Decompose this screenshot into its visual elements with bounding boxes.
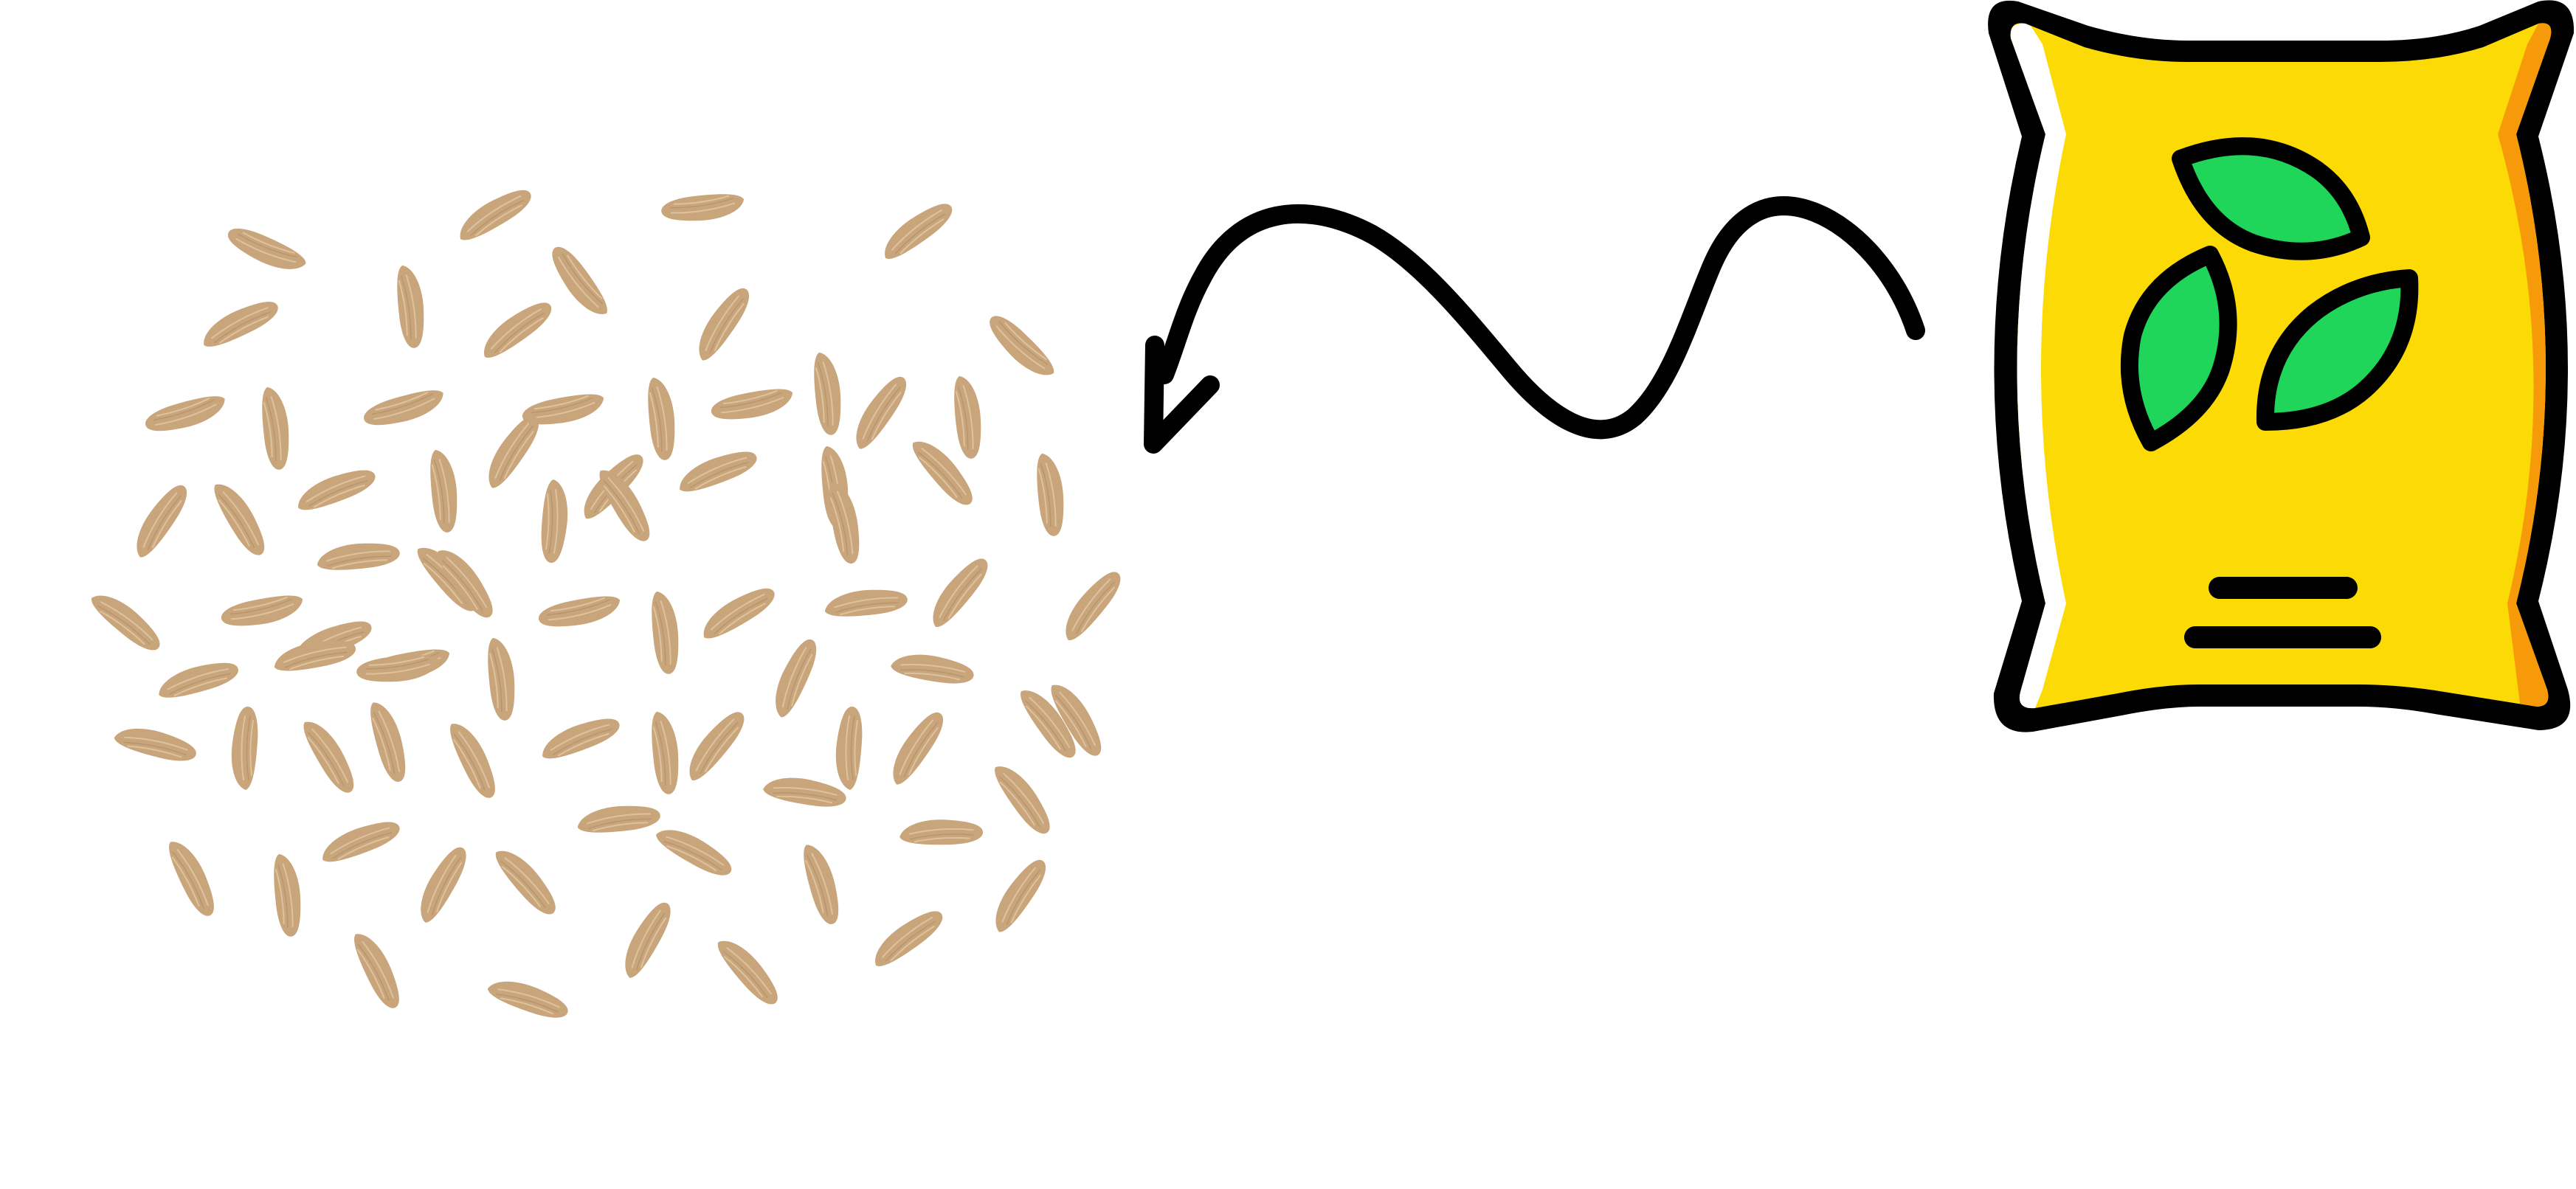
seed-icon — [835, 706, 863, 790]
seed-icon — [893, 712, 944, 785]
seed-icon — [711, 389, 793, 420]
seed-icon — [488, 415, 539, 488]
seed-icon — [1066, 572, 1121, 640]
seed-icon — [552, 246, 607, 314]
seed-icon — [1037, 453, 1064, 536]
curly-arrow-icon — [1144, 196, 1925, 454]
seed-icon — [421, 847, 466, 923]
seed-icon — [262, 386, 289, 470]
seed-icon — [954, 375, 981, 459]
seed-icon — [703, 588, 775, 639]
seed-icon — [1051, 684, 1102, 756]
seed-icon — [699, 288, 750, 361]
seed-icon — [824, 589, 908, 617]
seed-icon — [214, 484, 265, 555]
seed-icon — [680, 451, 757, 492]
seed-icon — [438, 550, 493, 618]
seed-icon — [648, 377, 675, 460]
seed-icon — [221, 595, 303, 626]
seed-icon — [990, 316, 1054, 375]
seed-icon — [625, 902, 671, 978]
seed-icon — [204, 302, 278, 347]
seed-icon — [885, 204, 953, 259]
seed-icon — [488, 637, 515, 721]
seed-icon — [228, 228, 306, 269]
seed-icon — [661, 194, 745, 221]
seed-icon — [538, 596, 621, 627]
seed-icon — [145, 396, 225, 431]
seed-icon — [397, 265, 424, 348]
seed-icon — [169, 842, 214, 916]
seed-icon — [231, 706, 258, 790]
seed-icon — [354, 934, 399, 1008]
seed-icon — [995, 859, 1046, 932]
seed-icon — [274, 640, 356, 671]
seed-icon — [460, 190, 531, 240]
seed-icon — [356, 655, 440, 682]
seed-icon — [274, 853, 301, 937]
seed-icon — [114, 728, 196, 761]
seed-icon — [652, 711, 679, 794]
seed-icon — [933, 558, 988, 627]
seed-icon — [541, 479, 568, 564]
seed-icon — [303, 721, 354, 793]
seed-icon — [322, 822, 400, 862]
seed-icon — [891, 654, 974, 684]
seed-icon — [159, 662, 238, 698]
seed-icon — [542, 718, 620, 759]
seed-icon — [814, 352, 841, 435]
seed-icon — [522, 394, 604, 425]
seed-icon — [484, 302, 552, 358]
seed-icon — [995, 766, 1050, 834]
seed-icon — [370, 702, 406, 782]
seed-icon — [652, 591, 679, 674]
seed-icon — [599, 470, 650, 541]
seed-icon — [656, 830, 732, 876]
seed-icon — [317, 543, 400, 570]
seed-icon — [776, 639, 817, 718]
seed-icon — [689, 712, 745, 780]
seed-icon — [912, 441, 973, 505]
seed-icon — [487, 981, 568, 1018]
seed-icon — [717, 940, 778, 1005]
seed-icon — [1021, 690, 1076, 758]
seed-icon — [450, 724, 495, 798]
seed-icon — [577, 805, 660, 833]
seed-icon — [899, 819, 983, 845]
seed-icon — [804, 845, 839, 924]
seed-icon — [856, 376, 907, 449]
seed-icon — [91, 595, 160, 651]
leaf-emblem-icon — [2120, 137, 2419, 451]
label-lines-icon — [2184, 577, 2381, 648]
seed-icon — [298, 470, 376, 510]
seed-icon — [137, 485, 187, 558]
seed-icon — [495, 850, 556, 915]
seed-pile-icon — [91, 190, 1121, 1018]
seed-icon — [364, 390, 443, 426]
seed-icon — [763, 777, 846, 807]
seed-bag-icon — [1988, 0, 2575, 732]
seed-icon — [829, 482, 860, 564]
seed-icon — [430, 449, 457, 533]
seed-icon — [875, 911, 943, 966]
